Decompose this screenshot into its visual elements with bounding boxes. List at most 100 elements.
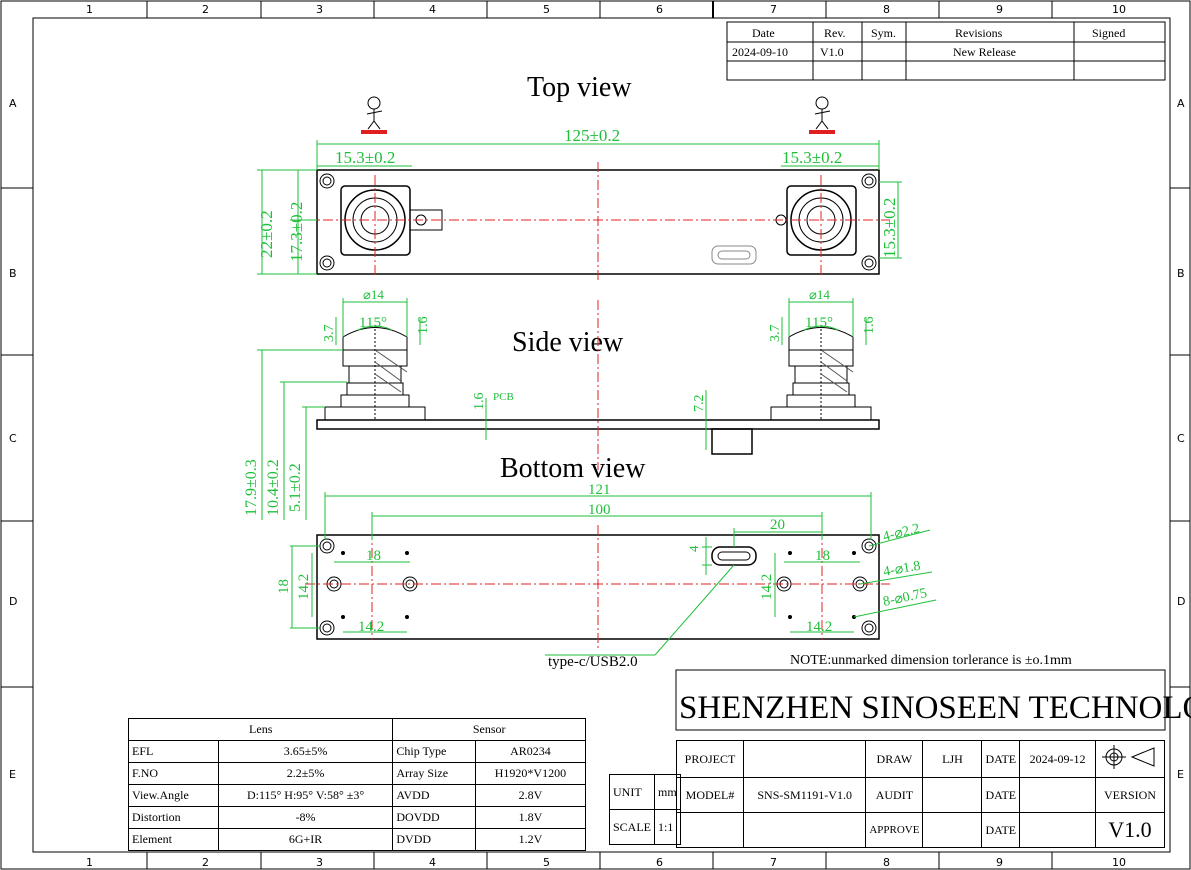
date-label: DATE	[981, 777, 1021, 813]
dim-lens-h2-left: 1.6	[416, 317, 431, 335]
zone-col-5-bottom: 5	[543, 856, 550, 869]
zone-row-C: C	[9, 432, 17, 445]
spec-sensor-value: 1.2V	[474, 828, 587, 851]
zone-col-6: 6	[656, 3, 663, 16]
date-label: DATE	[981, 812, 1021, 848]
dim-top-height: 22±0.2	[257, 210, 276, 258]
version-label: VERSION	[1095, 777, 1165, 813]
model-label: MODEL#	[676, 777, 744, 813]
dim-top-right-height: 15.3±0.2	[880, 198, 899, 258]
audit-value	[922, 777, 983, 813]
dim-side-h3: 5.1±0.2	[287, 463, 304, 512]
dim-bottom-14-2-vertical-left: 14.2	[296, 574, 312, 600]
project-label: PROJECT	[676, 740, 744, 778]
dim-side-h2: 10.4±0.2	[265, 459, 282, 516]
scale-label: SCALE	[608, 809, 656, 845]
spec-sensor-label: Chip Type	[392, 740, 476, 763]
zone-row-A-right: A	[1177, 97, 1185, 110]
spec-lens-value: 2.2±5%	[217, 762, 394, 785]
spec-lens-value: -8%	[217, 806, 394, 829]
dim-lens-angle-left: 115°	[359, 315, 387, 331]
dim-bottom-18-vertical: 18	[276, 579, 292, 594]
dim-connector-height: 7.2	[692, 395, 707, 413]
dim-bottom-18-left: 18	[366, 548, 381, 564]
zone-col-2-bottom: 2	[202, 856, 209, 869]
zone-col-5: 5	[543, 3, 550, 16]
rev-header-revisions: Revisions	[955, 26, 1003, 40]
zone-col-10: 10	[1112, 3, 1126, 16]
company-box	[675, 669, 1166, 731]
model-value: SNS-SM1191-V1.0	[742, 777, 867, 813]
spec-sensor-value: 1.8V	[474, 806, 587, 829]
audit-label: AUDIT	[865, 777, 924, 813]
inner-frame	[32, 17, 1171, 853]
spec-sensor-value: H1920*V1200	[474, 762, 587, 785]
bottom-small-dots	[341, 551, 856, 619]
zone-col-1-bottom: 1	[86, 856, 93, 869]
bottom-view-title: Bottom view	[500, 453, 646, 484]
dim-bottom-span: 100	[588, 502, 611, 518]
zone-col-2: 2	[202, 3, 209, 16]
zone-col-9: 9	[996, 3, 1003, 16]
revisions-text: Date Rev. Sym. Revisions Signed 2024-09-…	[732, 26, 1125, 59]
rev-description: New Release	[953, 45, 1016, 59]
date-label: DATE	[981, 740, 1021, 778]
zone-row-D: D	[9, 595, 17, 608]
zone-col-7: 7	[770, 3, 777, 16]
bottom-centerlines	[305, 525, 890, 650]
spec-lens-value: 6G+IR	[217, 828, 394, 851]
zone-col-1: 1	[86, 3, 93, 16]
zone-row-D-right: D	[1177, 595, 1185, 608]
zone-col-8-bottom: 8	[883, 856, 890, 869]
spec-lens-label: View.Angle	[128, 784, 219, 807]
dim-hole-2-2: 4-⌀2.2	[881, 521, 921, 545]
dim-bottom-usb-height: 4	[686, 545, 701, 552]
rev-header-date: Date	[752, 26, 775, 40]
rev-version: V1.0	[820, 45, 844, 59]
rev-header-signed: Signed	[1092, 26, 1125, 40]
version-value: V1.0	[1095, 812, 1165, 848]
bottom-dimensions	[290, 492, 937, 656]
projection-icon	[1102, 745, 1155, 769]
dim-bottom-14-2-left: 14.2	[358, 619, 384, 635]
spec-table: Lens Sensor EFL 3.65±5% Chip Type AR0234…	[127, 718, 587, 851]
dim-top-lens-center: 17.3±0.2	[287, 202, 306, 262]
spec-sensor-label: AVDD	[392, 784, 476, 807]
spec-sensor-value: AR0234	[474, 740, 587, 763]
empty-cell	[742, 812, 867, 848]
spec-lens-label: F.NO	[128, 762, 219, 785]
spec-lens-label: Distortion	[128, 806, 219, 829]
date-value	[1019, 812, 1096, 848]
title-block: PROJECT DRAW LJH DATE 2024-09-12 MODEL# …	[676, 740, 1165, 848]
zone-col-6-bottom: 6	[656, 856, 663, 869]
top-dimensions	[257, 140, 902, 275]
date-value: 2024-09-12	[1019, 740, 1096, 778]
zone-col-4: 4	[429, 3, 436, 16]
dim-pcb-thickness: 1.6	[472, 393, 487, 411]
zone-row-E-right: E	[1177, 768, 1184, 781]
company-name: SHENZHEN SINOSEEN TECHNOLOGY	[679, 690, 1191, 726]
zone-row-A: A	[9, 97, 17, 110]
dim-lens-h1-left: 3.7	[322, 325, 337, 343]
spec-lens-label: Element	[128, 828, 219, 851]
dim-top-right-offset: 15.3±0.2	[782, 148, 842, 167]
dim-bottom-14-2-vertical-right: 14.2	[759, 574, 775, 600]
rev-header-sym: Sym.	[871, 26, 896, 40]
spec-lens-label: EFL	[128, 740, 219, 763]
spec-sensor-label: DOVDD	[392, 806, 476, 829]
dim-bottom-14-2-right: 14.2	[806, 619, 832, 635]
projection-symbol	[1095, 740, 1165, 778]
zone-row-B-right: B	[1177, 267, 1185, 280]
lens-header: Lens	[127, 718, 394, 741]
spec-sensor-value: 2.8V	[474, 784, 587, 807]
pcb-label: PCB	[493, 391, 514, 403]
rev-date: 2024-09-10	[732, 45, 788, 59]
zone-col-9-bottom: 9	[996, 856, 1003, 869]
revisions-table	[726, 21, 1166, 81]
dim-lens-h2-right: 1.6	[862, 317, 877, 335]
unit-label: UNIT	[608, 774, 656, 810]
logo-left	[361, 96, 387, 134]
spec-lens-value: D:115° H:95° V:58° ±3°	[217, 784, 394, 807]
